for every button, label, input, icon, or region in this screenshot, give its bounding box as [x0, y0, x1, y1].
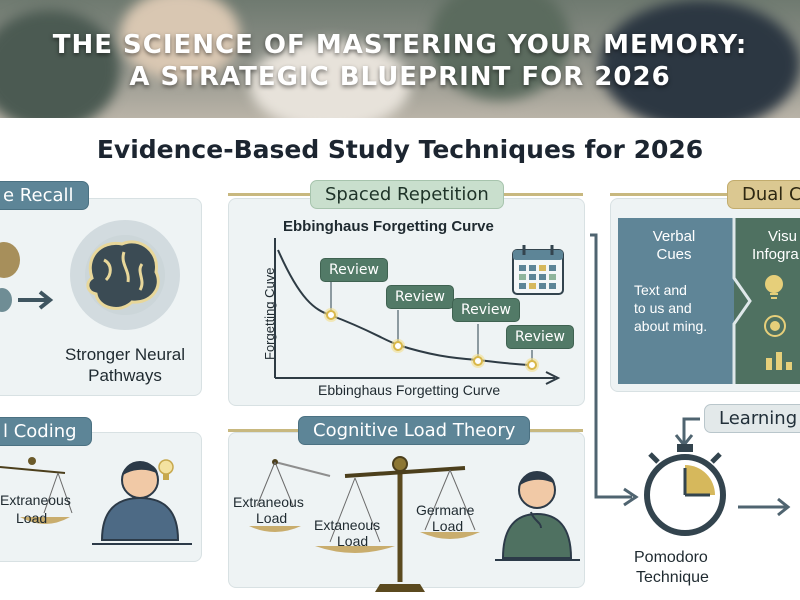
forgetting-curve-title: Ebbinghaus Forgetting Curve: [283, 218, 494, 235]
arrow-icon: [18, 290, 54, 310]
brain-icon: [86, 240, 160, 310]
dual-coding-pill: Dual C: [727, 180, 800, 209]
flow-arrows: [590, 233, 791, 517]
spaced-repetition-pill: Spaced Repetition: [310, 180, 504, 209]
hero-photo-figure: [250, 40, 410, 118]
hero-title-line2: A STRATEGIC BLUEPRINT FOR 2026: [129, 62, 671, 92]
active-recall-caption-2: Pathways: [88, 366, 162, 385]
cl-extraneous-label-1: Extraneous: [233, 494, 304, 510]
scale-icon: [0, 457, 73, 524]
hero-photo-figure: [0, 10, 120, 118]
chart-icon: [766, 352, 792, 370]
scale-label-2: Load: [16, 510, 48, 526]
review-label-2: Review: [386, 285, 454, 309]
learning-pill: Learning I: [704, 404, 800, 433]
cl-germane-label-2: Load: [432, 518, 464, 534]
balance-scale-icon: [249, 456, 480, 592]
cl-extraneous-label-2: Load: [256, 510, 288, 526]
verbal-body-1: Text and: [634, 282, 687, 298]
cognitive-load-pill: Cognitive Load Theory: [298, 416, 531, 445]
verbal-title-1: Verbal: [652, 228, 696, 245]
review-label-4: Review: [506, 325, 574, 349]
neural-illustration: [0, 220, 180, 330]
head-icon: [764, 315, 786, 337]
review-label-3: Review: [452, 298, 520, 322]
lightbulb-icon: [158, 459, 174, 480]
hero-photo-figure: [120, 0, 240, 80]
forgetting-curve-chart: [274, 238, 561, 385]
page-title: Evidence-Based Study Techniques for 2026: [96, 135, 704, 164]
verbal-body-2: to us and: [634, 300, 692, 316]
arrow-divider: [732, 218, 752, 384]
stopwatch-icon: [644, 444, 726, 536]
hero-photo-figure: [430, 0, 570, 100]
calendar-icon: [512, 245, 564, 295]
scale-label-1: Extraneous: [0, 492, 71, 508]
visual-card: [734, 218, 800, 384]
hero-banner: THE SCIENCE OF MASTERING YOUR MEMORY: A …: [0, 0, 800, 118]
x-axis-label: Ebbinghaus Forgetting Curve: [318, 382, 501, 398]
x-axis: [275, 371, 561, 385]
hero-title-line1: THE SCIENCE OF MASTERING YOUR MEMORY:: [52, 30, 748, 60]
verbal-body-3: about ming.: [634, 318, 708, 334]
student-avatar: [92, 461, 192, 545]
pomodoro-label-2: Technique: [636, 569, 709, 586]
cl-mid-label-2: Load: [337, 533, 369, 549]
visual-title-2: Infogra: [752, 246, 799, 263]
cl-germane-label-1: Germane: [416, 502, 475, 518]
dual-coding-left-pill: l Coding: [0, 417, 92, 446]
verbal-cues-card: [618, 218, 750, 384]
hero-photo-figure: [600, 0, 800, 118]
lightbulb-icon: [765, 275, 783, 299]
cl-mid-label-1: Extaneous: [314, 517, 381, 533]
thought-cloud-icon: [0, 242, 20, 278]
review-label-1: Review: [320, 258, 388, 282]
visual-title-1: Visu: [768, 228, 797, 245]
thinking-student-avatar: [495, 471, 580, 561]
divider: [610, 193, 800, 196]
visual-icons: [764, 275, 792, 370]
active-recall-pill: e Recall: [0, 181, 89, 210]
active-recall-caption-1: Stronger Neural: [64, 345, 185, 364]
verbal-title-2: Cues: [656, 246, 692, 263]
pomodoro-label-1: Pomodoro: [634, 549, 708, 566]
